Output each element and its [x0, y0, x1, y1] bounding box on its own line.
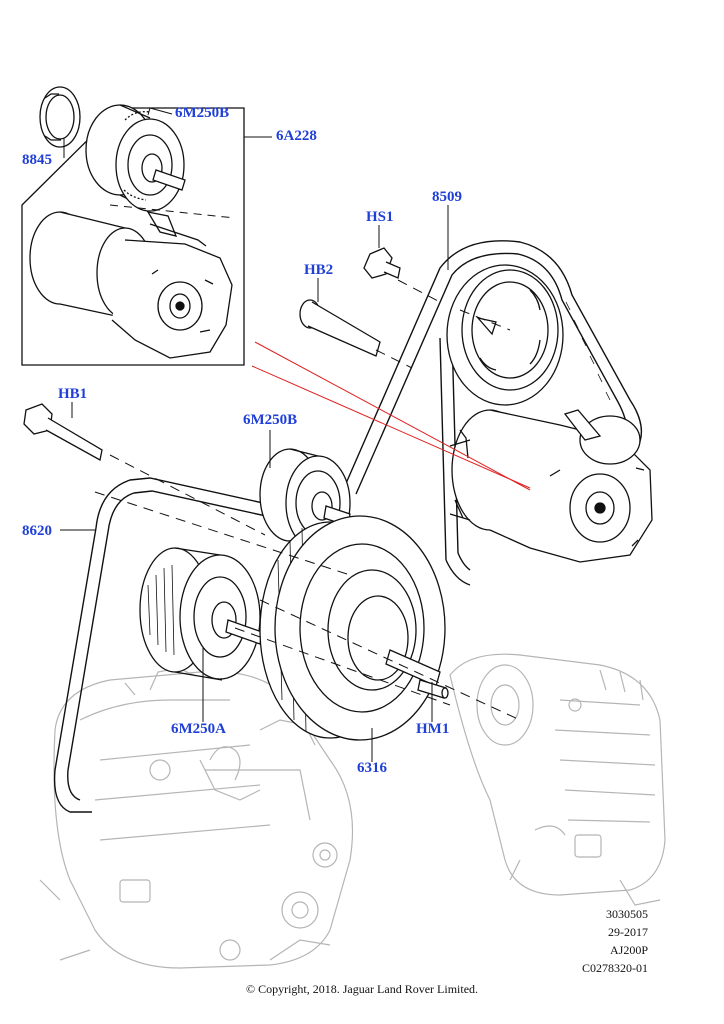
main-tensioner — [449, 409, 653, 563]
label-6M250A[interactable]: 6M250A — [171, 721, 226, 737]
label-6M250B[interactable]: 6M250B — [243, 412, 298, 428]
damper-6316 — [259, 515, 446, 741]
bolt-HB2 — [299, 299, 381, 357]
ref-line-3: AJ200P — [609, 943, 648, 957]
label-HB2[interactable]: HB2 — [304, 262, 334, 278]
leader-lines — [60, 107, 449, 762]
idler-6M250A — [139, 547, 263, 681]
label-8620[interactable]: 8620 — [22, 523, 52, 539]
ref-line-1: 3030505 — [606, 907, 648, 921]
ref-line-2: 29-2017 — [608, 925, 648, 939]
bolt-HB1 — [23, 403, 103, 462]
copyright-notice: © Copyright, 2018. Jaguar Land Rover Lim… — [245, 982, 479, 996]
label-HS1[interactable]: HS1 — [366, 209, 394, 225]
red-reference-lines — [251, 341, 531, 491]
label-HM1[interactable]: HM1 — [416, 721, 450, 737]
ghosted-compressor — [39, 667, 354, 969]
label-6M250B-inset[interactable]: 6M250B — [175, 105, 230, 121]
bolt-HS1 — [363, 247, 401, 279]
ghosted-alternator — [449, 653, 666, 906]
label-8509[interactable]: 8509 — [432, 189, 462, 205]
assembly-axes — [94, 279, 521, 721]
label-6A228[interactable]: 6A228 — [276, 128, 317, 144]
inset-tensioner — [29, 211, 233, 359]
ref-line-4: C0278320-01 — [582, 961, 648, 975]
inset-dash-axis — [109, 204, 236, 219]
part-8845-cover — [39, 86, 81, 148]
label-6316[interactable]: 6316 — [357, 760, 387, 776]
upper-pulley — [446, 264, 564, 406]
label-8845[interactable]: 8845 — [22, 152, 52, 168]
inset-idler-pulley — [85, 104, 186, 212]
label-HB1[interactable]: HB1 — [58, 386, 88, 402]
